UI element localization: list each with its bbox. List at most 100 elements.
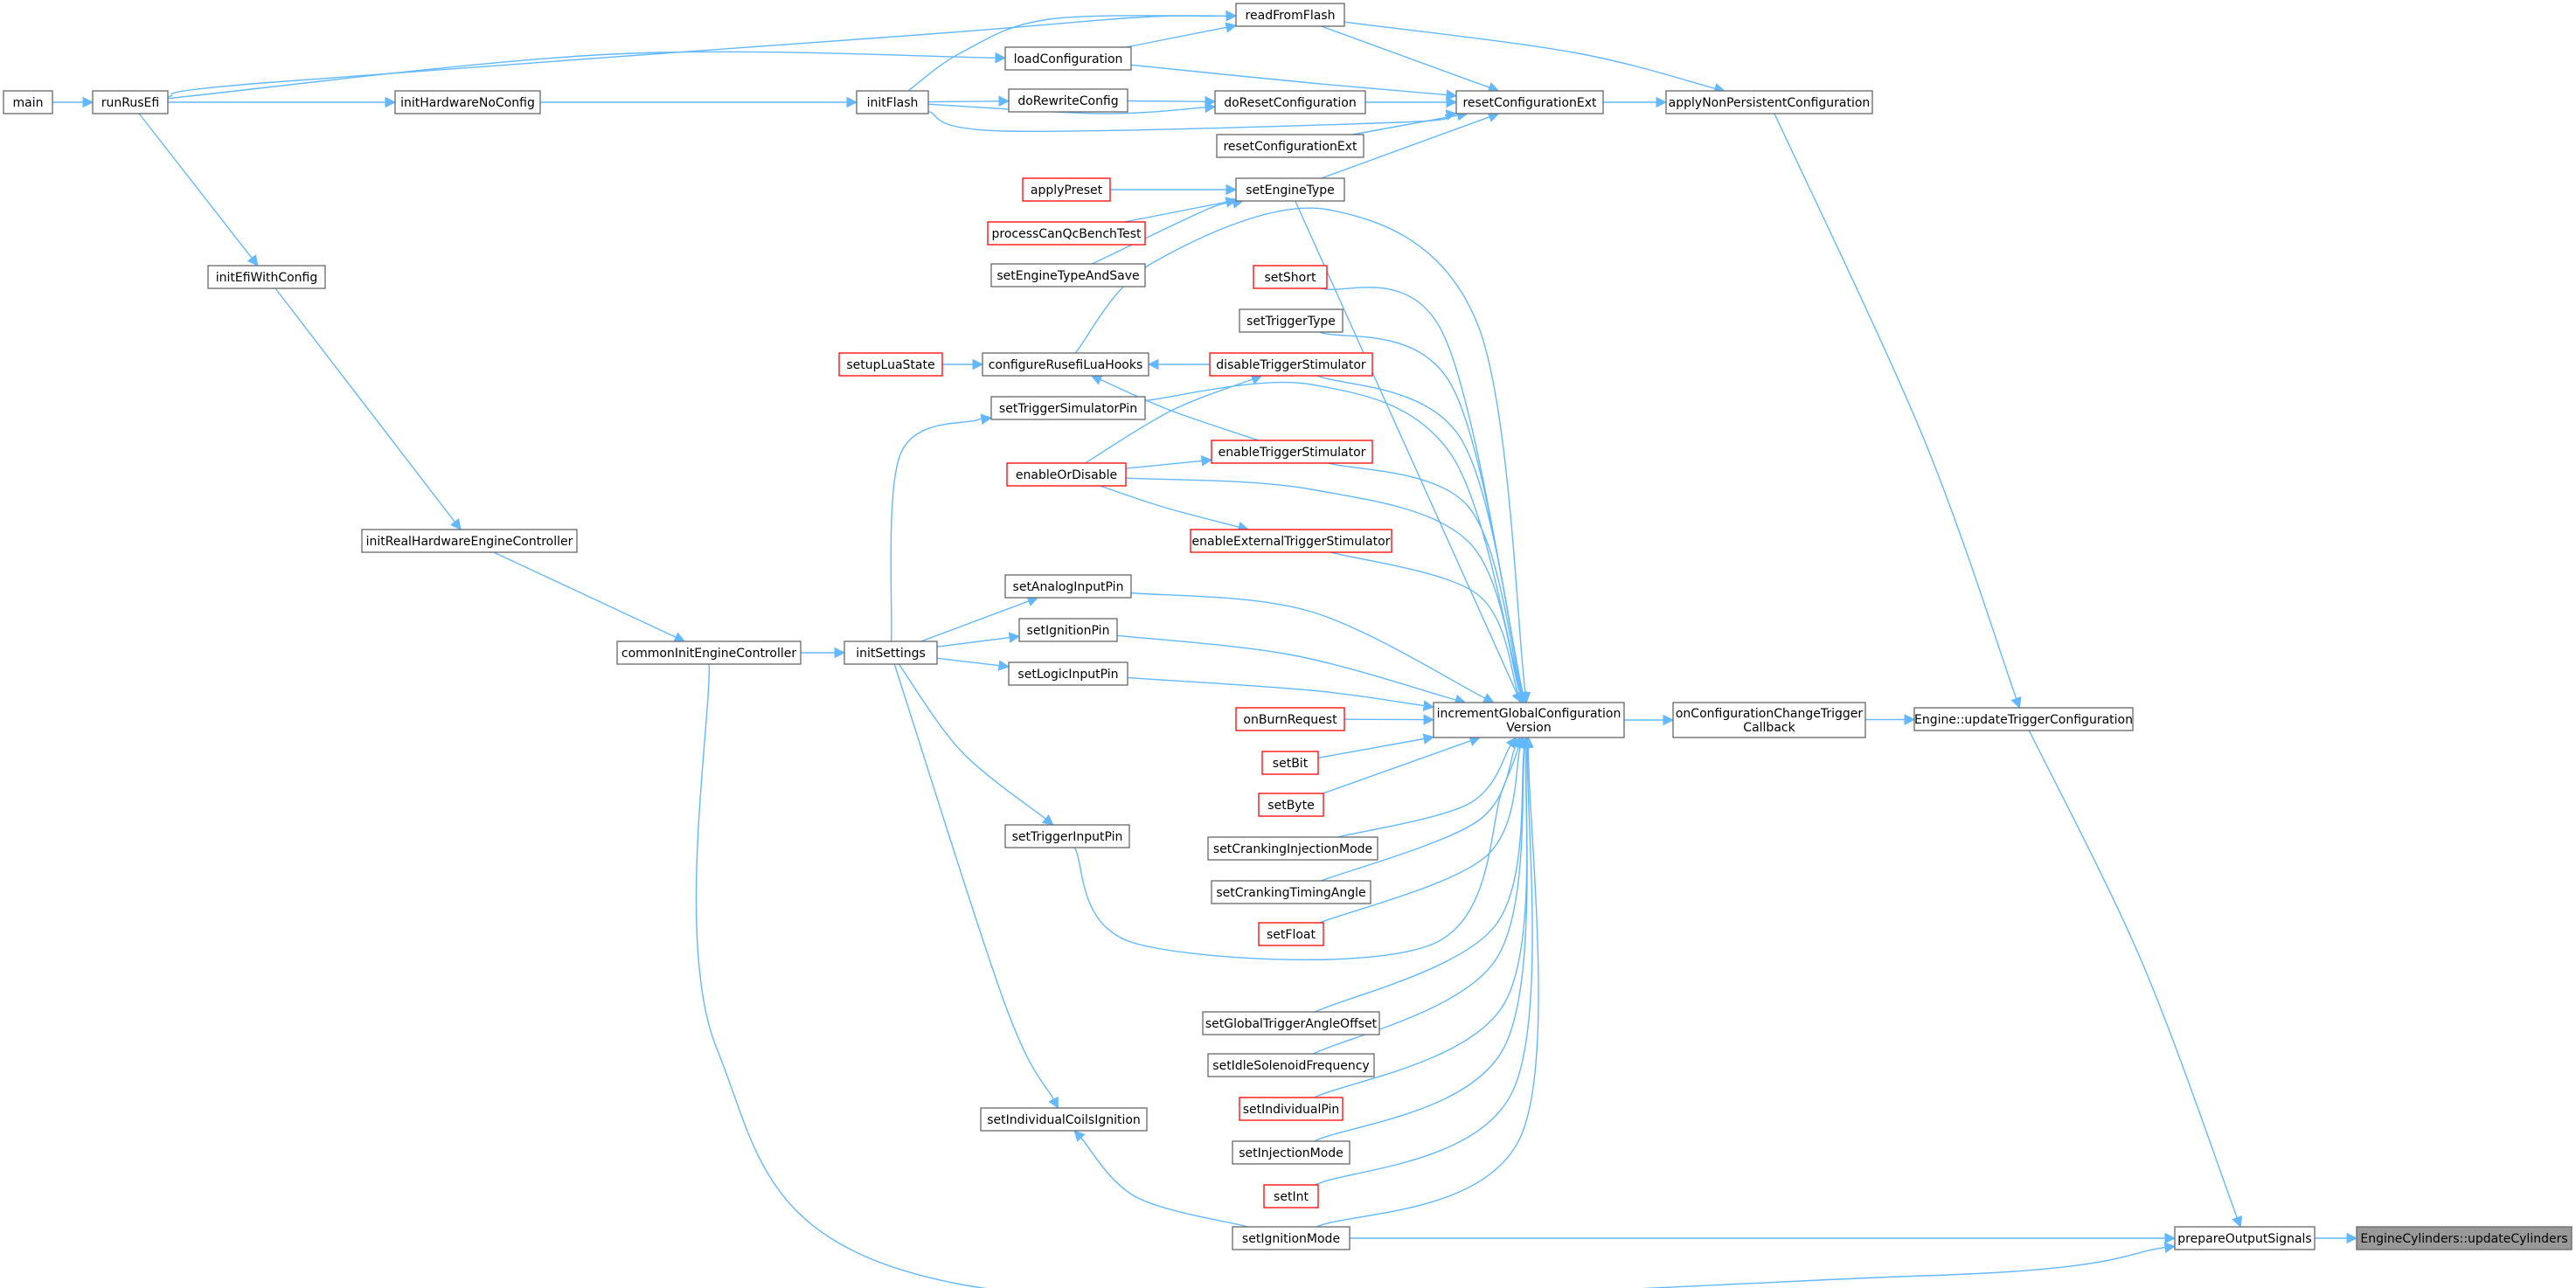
node-box[interactable] (980, 1107, 1148, 1132)
node-setInjectionMode[interactable]: setInjectionMode (1232, 1140, 1350, 1165)
node-box[interactable] (1232, 1226, 1350, 1250)
node-box[interactable] (1672, 702, 1866, 738)
node-box[interactable] (1239, 308, 1344, 333)
node-box[interactable] (1207, 1053, 1375, 1077)
node-box[interactable] (1263, 1184, 1319, 1208)
node-box[interactable] (1235, 3, 1345, 27)
node-box[interactable] (1190, 529, 1392, 553)
node-setEngineTypeAndSave[interactable]: setEngineTypeAndSave (990, 263, 1146, 287)
node-resetConfigurationExt2[interactable]: resetConfigurationExt (1216, 134, 1364, 158)
node-runRusEfi[interactable]: runRusEfi (92, 90, 169, 114)
node-box[interactable] (1239, 1097, 1344, 1121)
node-box[interactable] (1008, 88, 1128, 113)
node-doRewriteConfig[interactable]: doRewriteConfig (1008, 88, 1128, 113)
node-box[interactable] (1235, 707, 1345, 731)
node-box[interactable] (1258, 793, 1324, 817)
node-box[interactable] (3, 90, 53, 114)
node-setIndividualPin[interactable]: setIndividualPin (1239, 1097, 1344, 1121)
node-box[interactable] (616, 641, 802, 665)
node-setLogicInputPin[interactable]: setLogicInputPin (1008, 661, 1128, 686)
node-setBit[interactable]: setBit (1261, 751, 1319, 775)
node-enableExternalTriggerStimulator[interactable]: enableExternalTriggerStimulator (1190, 529, 1392, 553)
node-setCrankingTimingAngle[interactable]: setCrankingTimingAngle (1211, 880, 1371, 904)
node-readFromFlash[interactable]: readFromFlash (1235, 3, 1345, 27)
node-setIdleSolenoidFrequency[interactable]: setIdleSolenoidFrequency (1207, 1053, 1375, 1077)
node-setInt[interactable]: setInt (1263, 1184, 1319, 1208)
node-setIgnitionMode[interactable]: setIgnitionMode (1232, 1226, 1350, 1250)
node-box[interactable] (1004, 574, 1132, 599)
node-commonInitEngineController[interactable]: commonInitEngineController (616, 641, 802, 665)
node-setShort[interactable]: setShort (1253, 265, 1328, 289)
node-box[interactable] (1232, 1140, 1350, 1165)
node-box[interactable] (1018, 618, 1118, 642)
node-box[interactable] (1261, 751, 1319, 775)
node-box[interactable] (2356, 1226, 2573, 1250)
node-box[interactable] (394, 90, 541, 114)
node-initSettings[interactable]: initSettings (844, 641, 938, 665)
node-box[interactable] (990, 263, 1146, 287)
node-enableTriggerStimulator[interactable]: enableTriggerStimulator (1211, 440, 1373, 464)
node-box[interactable] (1211, 880, 1371, 904)
node-box[interactable] (838, 352, 943, 377)
node-setByte[interactable]: setByte (1258, 793, 1324, 817)
node-box[interactable] (1022, 177, 1111, 202)
node-box[interactable] (990, 396, 1146, 420)
node-box[interactable] (207, 265, 326, 289)
node-box[interactable] (987, 221, 1146, 246)
node-setCrankingInjectionMode[interactable]: setCrankingInjectionMode (1207, 836, 1378, 861)
node-setFloat[interactable]: setFloat (1258, 922, 1324, 946)
node-resetConfigurationExt[interactable]: resetConfigurationExt (1455, 90, 1604, 114)
node-box[interactable] (361, 529, 578, 553)
node-box[interactable] (1216, 134, 1364, 158)
node-onBurnRequest[interactable]: onBurnRequest (1235, 707, 1345, 731)
node-box[interactable] (1913, 707, 2134, 731)
node-enableOrDisable[interactable]: enableOrDisable (1006, 462, 1127, 487)
node-processCanQcBenchTest[interactable]: processCanQcBenchTest (987, 221, 1146, 246)
node-box[interactable] (982, 352, 1149, 377)
node-EngineUpdateTriggerConfiguration[interactable]: Engine::updateTriggerConfiguration (1913, 707, 2134, 731)
node-setGlobalTriggerAngleOffset[interactable]: setGlobalTriggerAngleOffset (1202, 1011, 1380, 1035)
node-setTriggerSimulatorPin[interactable]: setTriggerSimulatorPin (990, 396, 1146, 420)
node-box[interactable] (1004, 824, 1130, 848)
node-setEngineType[interactable]: setEngineType (1235, 177, 1345, 202)
node-box[interactable] (844, 641, 938, 665)
node-box[interactable] (92, 90, 169, 114)
node-setAnalogInputPin[interactable]: setAnalogInputPin (1004, 574, 1132, 599)
node-main[interactable]: main (3, 90, 53, 114)
node-setupLuaState[interactable]: setupLuaState (838, 352, 943, 377)
node-box[interactable] (1433, 702, 1625, 738)
node-initFlash[interactable]: initFlash (856, 90, 929, 114)
node-box[interactable] (1258, 922, 1324, 946)
node-box[interactable] (1253, 265, 1328, 289)
node-box[interactable] (1008, 661, 1128, 686)
node-loadConfiguration[interactable]: loadConfiguration (1004, 46, 1132, 71)
node-setTriggerType[interactable]: setTriggerType (1239, 308, 1344, 333)
node-box[interactable] (2174, 1226, 2316, 1250)
node-box[interactable] (1006, 462, 1127, 487)
node-box[interactable] (1665, 90, 1873, 114)
node-EngineCylindersUpdateCylinders[interactable]: EngineCylinders::updateCylinders (2356, 1226, 2573, 1250)
node-applyPreset[interactable]: applyPreset (1022, 177, 1111, 202)
node-box[interactable] (1211, 440, 1373, 464)
node-disableTriggerStimulator[interactable]: disableTriggerStimulator (1209, 352, 1373, 377)
node-initEfiWithConfig[interactable]: initEfiWithConfig (207, 265, 326, 289)
node-applyNonPersistentConfiguration[interactable]: applyNonPersistentConfiguration (1665, 90, 1873, 114)
node-box[interactable] (1004, 46, 1132, 71)
node-box[interactable] (1455, 90, 1604, 114)
node-doResetConfiguration[interactable]: doResetConfiguration (1214, 90, 1366, 114)
node-box[interactable] (856, 90, 929, 114)
node-initHardwareNoConfig[interactable]: initHardwareNoConfig (394, 90, 541, 114)
node-box[interactable] (1235, 177, 1345, 202)
node-setIndividualCoilsIgnition[interactable]: setIndividualCoilsIgnition (980, 1107, 1148, 1132)
node-box[interactable] (1202, 1011, 1380, 1035)
node-setTriggerInputPin[interactable]: setTriggerInputPin (1004, 824, 1130, 848)
node-box[interactable] (1207, 836, 1378, 861)
node-prepareOutputSignals[interactable]: prepareOutputSignals (2174, 1226, 2316, 1250)
node-configureRusefiLuaHooks[interactable]: configureRusefiLuaHooks (982, 352, 1149, 377)
node-box[interactable] (1214, 90, 1366, 114)
node-initRealHardwareEngineController[interactable]: initRealHardwareEngineController (361, 529, 578, 553)
node-box[interactable] (1209, 352, 1373, 377)
node-setIgnitionPin[interactable]: setIgnitionPin (1018, 618, 1118, 642)
